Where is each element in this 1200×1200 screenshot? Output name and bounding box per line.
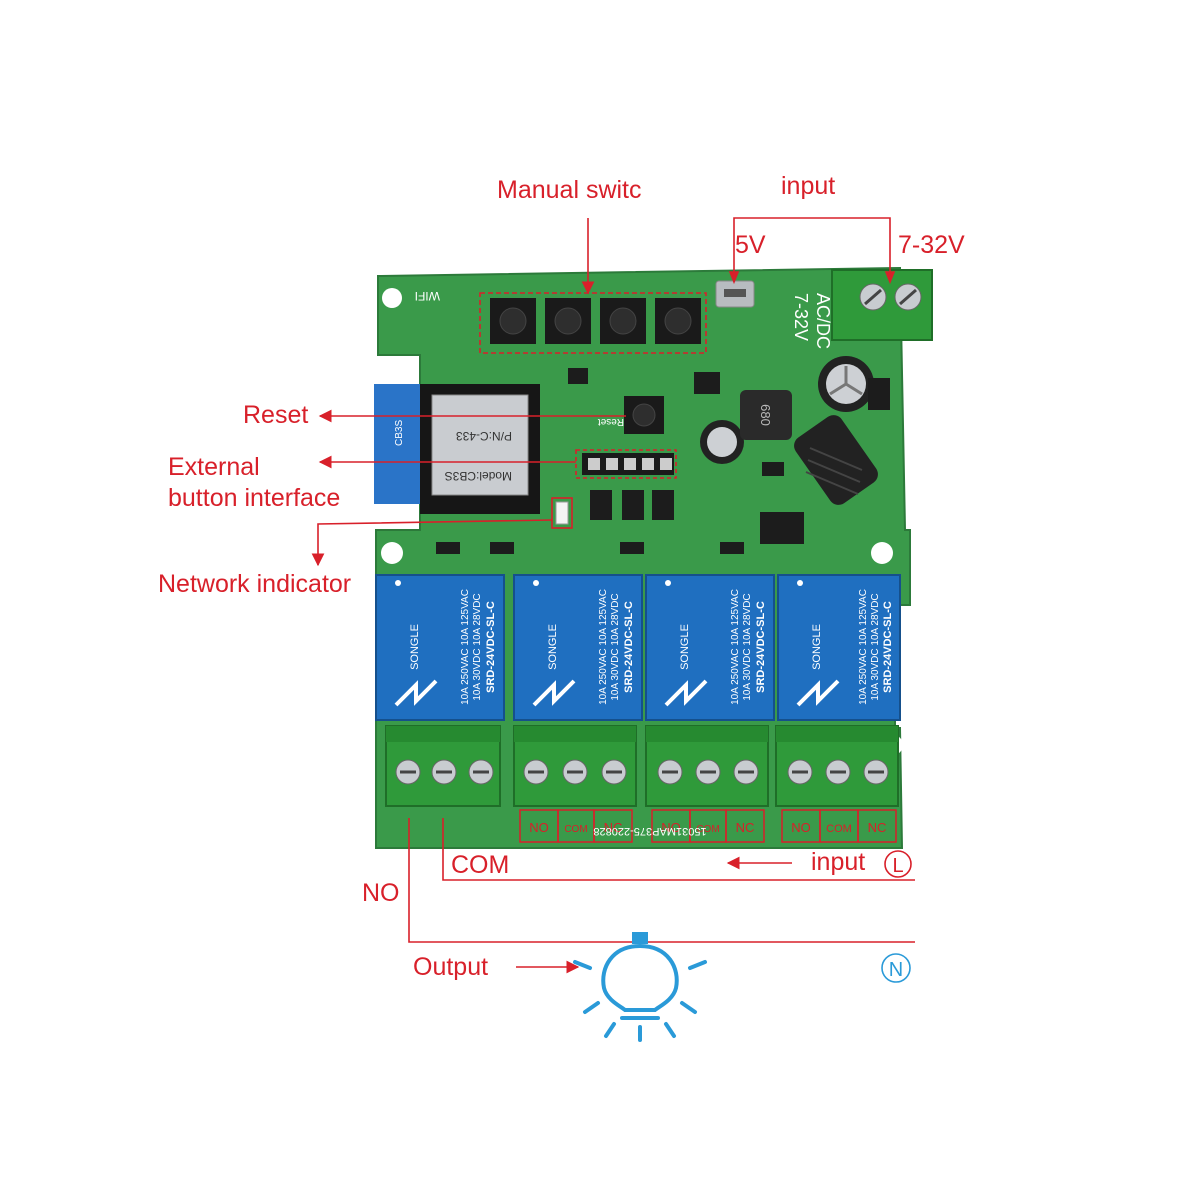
inductor: 680 [740,390,792,440]
chip [590,490,612,520]
seven-32v-label: 7-32V [898,231,965,259]
manual-switch-pointer [479,218,707,354]
relay-4: SONGLE 10A 250VAC 10A 125VAC 10A 30VDC 1… [777,574,901,721]
module-name: CB3S [394,420,405,446]
silkscreen-acdc: AC/DC [813,293,833,349]
no-label: NO [362,879,400,907]
network-indicator-pointer [311,497,573,567]
module-serial: P/N:C-433 [456,429,512,443]
reset-label: Reset [243,401,309,429]
pcb-code: 15031MAP375-220828 [593,825,706,837]
no-wire [408,818,915,943]
relay-model: SRD-24VDC-SL-C [755,601,767,693]
input-pointer [728,217,896,285]
pin-label: NC [868,820,887,835]
terminal-block-3 [645,725,769,807]
antenna-coil [794,415,878,505]
power-terminal [831,269,933,341]
relay-rating-2: 10A 30VDC 10A 28VDC [472,593,483,700]
live-symbol-icon: L [884,850,912,878]
relay-rating-2: 10A 30VDC 10A 28VDC [870,593,881,700]
svg-text:N: N [889,959,903,981]
silkscreen-wifi: WIFI [415,289,440,303]
pin-label: COM [696,824,719,835]
chip [694,372,720,394]
chip [760,512,804,544]
relay-model: SRD-24VDC-SL-C [882,601,894,693]
mounting-hole [871,542,893,564]
network-indicator-label: Network indicator [158,570,352,598]
capacitor [818,356,874,412]
pin-label: NC [604,820,623,835]
relay-rating-2: 10A 30VDC 10A 28VDC [610,593,621,700]
relay-rating-2: 10A 30VDC 10A 28VDC [742,593,753,700]
chip [652,490,674,520]
terminal-block-2 [513,725,637,807]
five-v-label: 5V [735,231,766,259]
input-bottom-label: input [811,848,866,876]
relay-brand: SONGLE [547,624,559,670]
terminal-block-4 [775,725,899,807]
com-wire [442,818,915,881]
pin-label: COM [564,824,587,835]
wifi-module: Model:CB3S P/N:C-433 CB3S [374,384,540,514]
chip [620,542,644,554]
manual-switch-label: Manual switc [497,176,642,204]
relay-brand: SONGLE [811,624,823,670]
relay-rating-1: 10A 250VAC 10A 125VAC [460,589,471,705]
chip [622,490,644,520]
chip [720,542,744,554]
neutral-symbol-icon: N [881,953,911,983]
external-button-pointer [318,449,677,479]
manual-switches [490,298,701,344]
relay-model: SRD-24VDC-SL-C [623,601,635,693]
chip [490,542,514,554]
inductor-code: 680 [758,404,773,426]
chip [868,378,890,410]
pin-label-boxes: NO COM NC NO COM NC NO COM NC [519,809,897,843]
pin-header [582,453,674,475]
mounting-hole [382,288,402,308]
relay-2: SONGLE 10A 250VAC 10A 125VAC 10A 30VDC 1… [513,574,643,721]
external-label-line2: button interface [168,484,341,512]
relay-brand: SONGLE [409,624,421,670]
pin-label: NC [736,820,755,835]
relay-brand: SONGLE [679,624,691,670]
com-label: COM [451,851,510,879]
capacitor [700,420,744,464]
relay-rating-1: 10A 250VAC 10A 125VAC [598,589,609,705]
network-led [555,501,569,525]
input-top-label: input [781,172,836,200]
relay-1: SONGLE 10A 250VAC 10A 125VAC 10A 30VDC 1… [375,574,505,721]
silkscreen-reset: Reset [598,416,624,427]
chip [568,368,588,384]
mounting-hole [381,542,403,564]
svg-text:L: L [892,855,903,877]
terminal-block-1 [385,725,501,807]
light-bulb-icon [573,932,707,1042]
relay-rating-1: 10A 250VAC 10A 125VAC [858,589,869,705]
relay-rating-1: 10A 250VAC 10A 125VAC [730,589,741,705]
pin-label: NO [791,820,811,835]
pcb-board: WIFI 7-32V AC/DC Reset [374,266,933,849]
reset-button [624,396,664,434]
relay-model: SRD-24VDC-SL-C [485,601,497,693]
output-label: Output [413,953,489,981]
chip [436,542,460,554]
module-model: Model:CB3S [445,469,512,483]
silkscreen-voltage: 7-32V [791,293,811,341]
pin-label: NO [529,820,549,835]
wiring [408,818,915,974]
pin-label: COM [826,823,852,835]
relay-3: SONGLE 10A 250VAC 10A 125VAC 10A 30VDC 1… [645,574,775,721]
external-label-line1: External [168,453,260,481]
chip [762,462,784,476]
pin-label: NO [661,820,681,835]
